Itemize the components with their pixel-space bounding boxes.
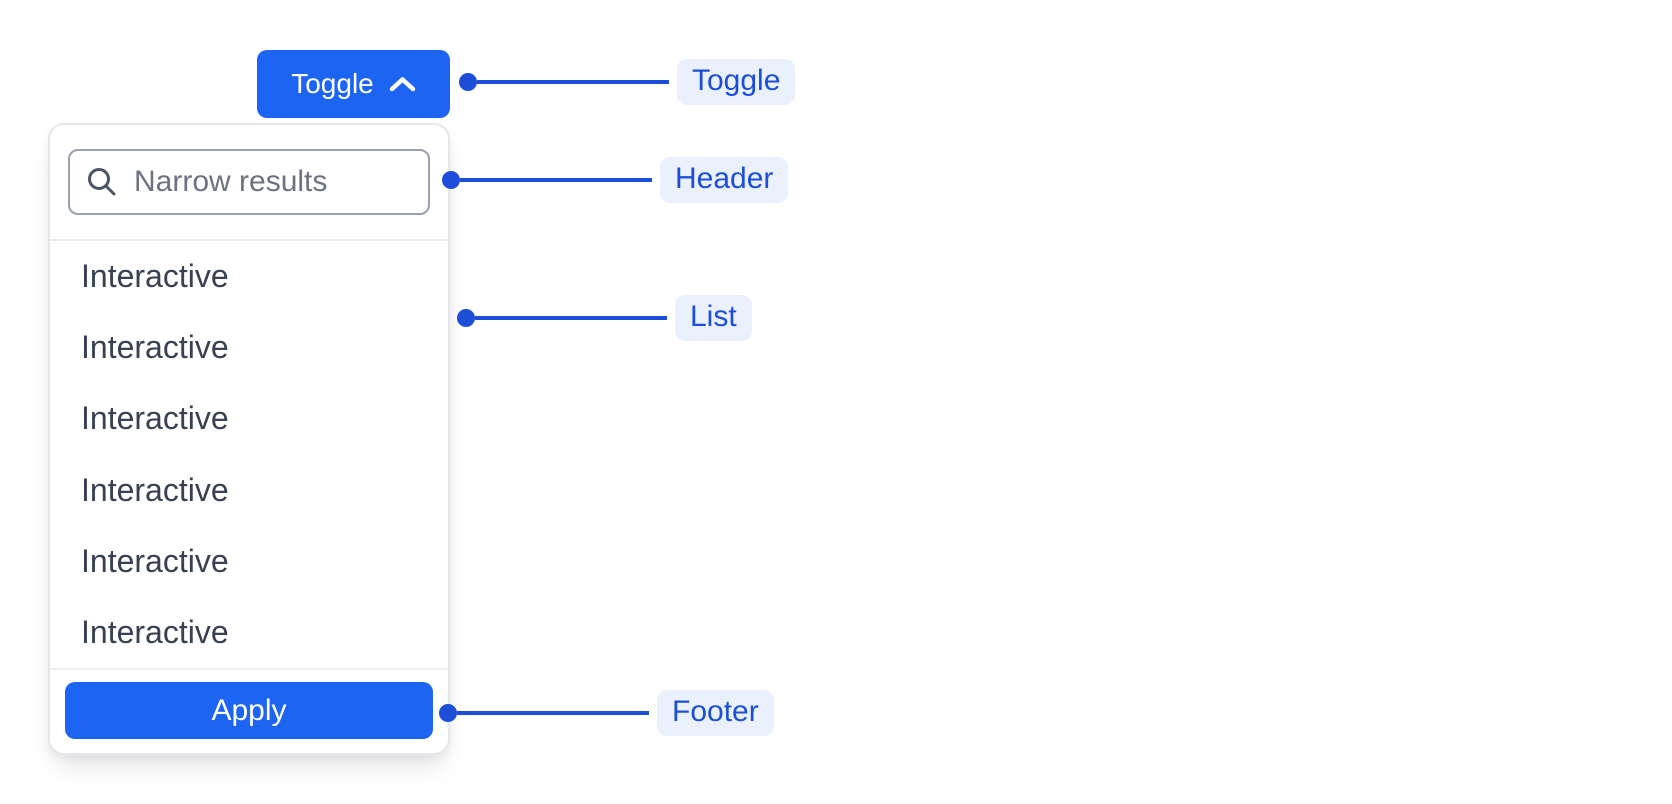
connector-dot xyxy=(439,704,457,722)
apply-button[interactable]: Apply xyxy=(65,682,433,739)
list-item[interactable]: Interactive xyxy=(81,329,229,366)
annotation-toggle: Toggle xyxy=(459,59,796,105)
annotation-list: List xyxy=(457,295,752,341)
annotation-header: Header xyxy=(442,157,789,203)
annotation-label-list: List xyxy=(675,295,752,341)
annotation-footer: Footer xyxy=(439,690,774,736)
toggle-button[interactable]: Toggle xyxy=(257,50,450,118)
connector-line xyxy=(460,178,652,182)
annotation-label-header: Header xyxy=(660,157,789,203)
annotation-label-footer: Footer xyxy=(657,690,774,736)
dropdown-panel: Interactive Interactive Interactive Inte… xyxy=(48,123,450,755)
list-item[interactable]: Interactive xyxy=(81,613,229,650)
connector-dot xyxy=(442,171,460,189)
chevron-up-icon xyxy=(389,76,416,92)
toggle-button-label: Toggle xyxy=(291,68,374,99)
connector-line xyxy=(475,316,667,320)
connector-dot xyxy=(459,73,477,91)
dropdown-footer: Apply xyxy=(50,668,448,753)
dropdown-list: Interactive Interactive Interactive Inte… xyxy=(50,241,448,668)
connector-line xyxy=(457,711,649,715)
connector-line xyxy=(477,80,669,84)
list-item[interactable]: Interactive xyxy=(81,400,229,437)
dropdown-header xyxy=(50,125,448,241)
connector-dot xyxy=(457,309,475,327)
search-icon xyxy=(86,166,118,198)
list-item[interactable]: Interactive xyxy=(81,471,229,508)
search-box[interactable] xyxy=(68,149,430,215)
search-input[interactable] xyxy=(134,165,412,199)
list-item[interactable]: Interactive xyxy=(81,258,229,295)
list-item[interactable]: Interactive xyxy=(81,542,229,579)
annotation-label-toggle: Toggle xyxy=(677,59,796,105)
